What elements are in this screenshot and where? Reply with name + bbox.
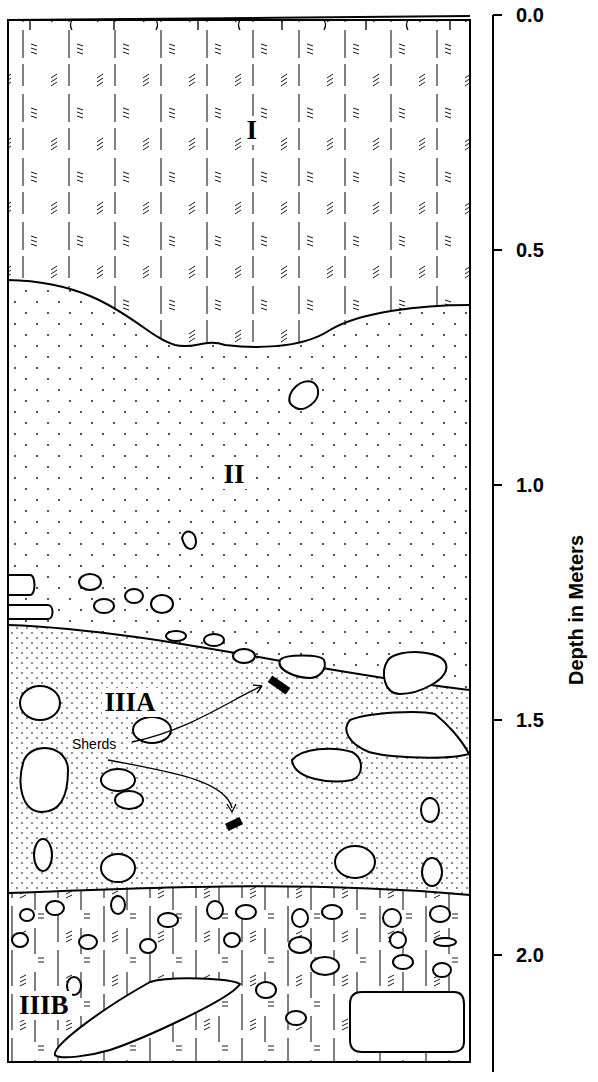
depth-value: 0.5 xyxy=(516,240,544,260)
depth-value: 1.0 xyxy=(516,475,544,495)
axis-title: Depth in Meters xyxy=(566,535,586,685)
depth-value: 1.5 xyxy=(516,710,544,730)
depth-value: 0.0 xyxy=(516,5,544,25)
depth-value: 2.0 xyxy=(516,945,544,965)
layer-label: I xyxy=(244,116,261,145)
layer-label: IIIA xyxy=(102,688,159,717)
artifact-label: Sherds xyxy=(70,736,118,752)
layer-label: II xyxy=(221,460,248,489)
layer-label: IIIB xyxy=(16,991,72,1020)
